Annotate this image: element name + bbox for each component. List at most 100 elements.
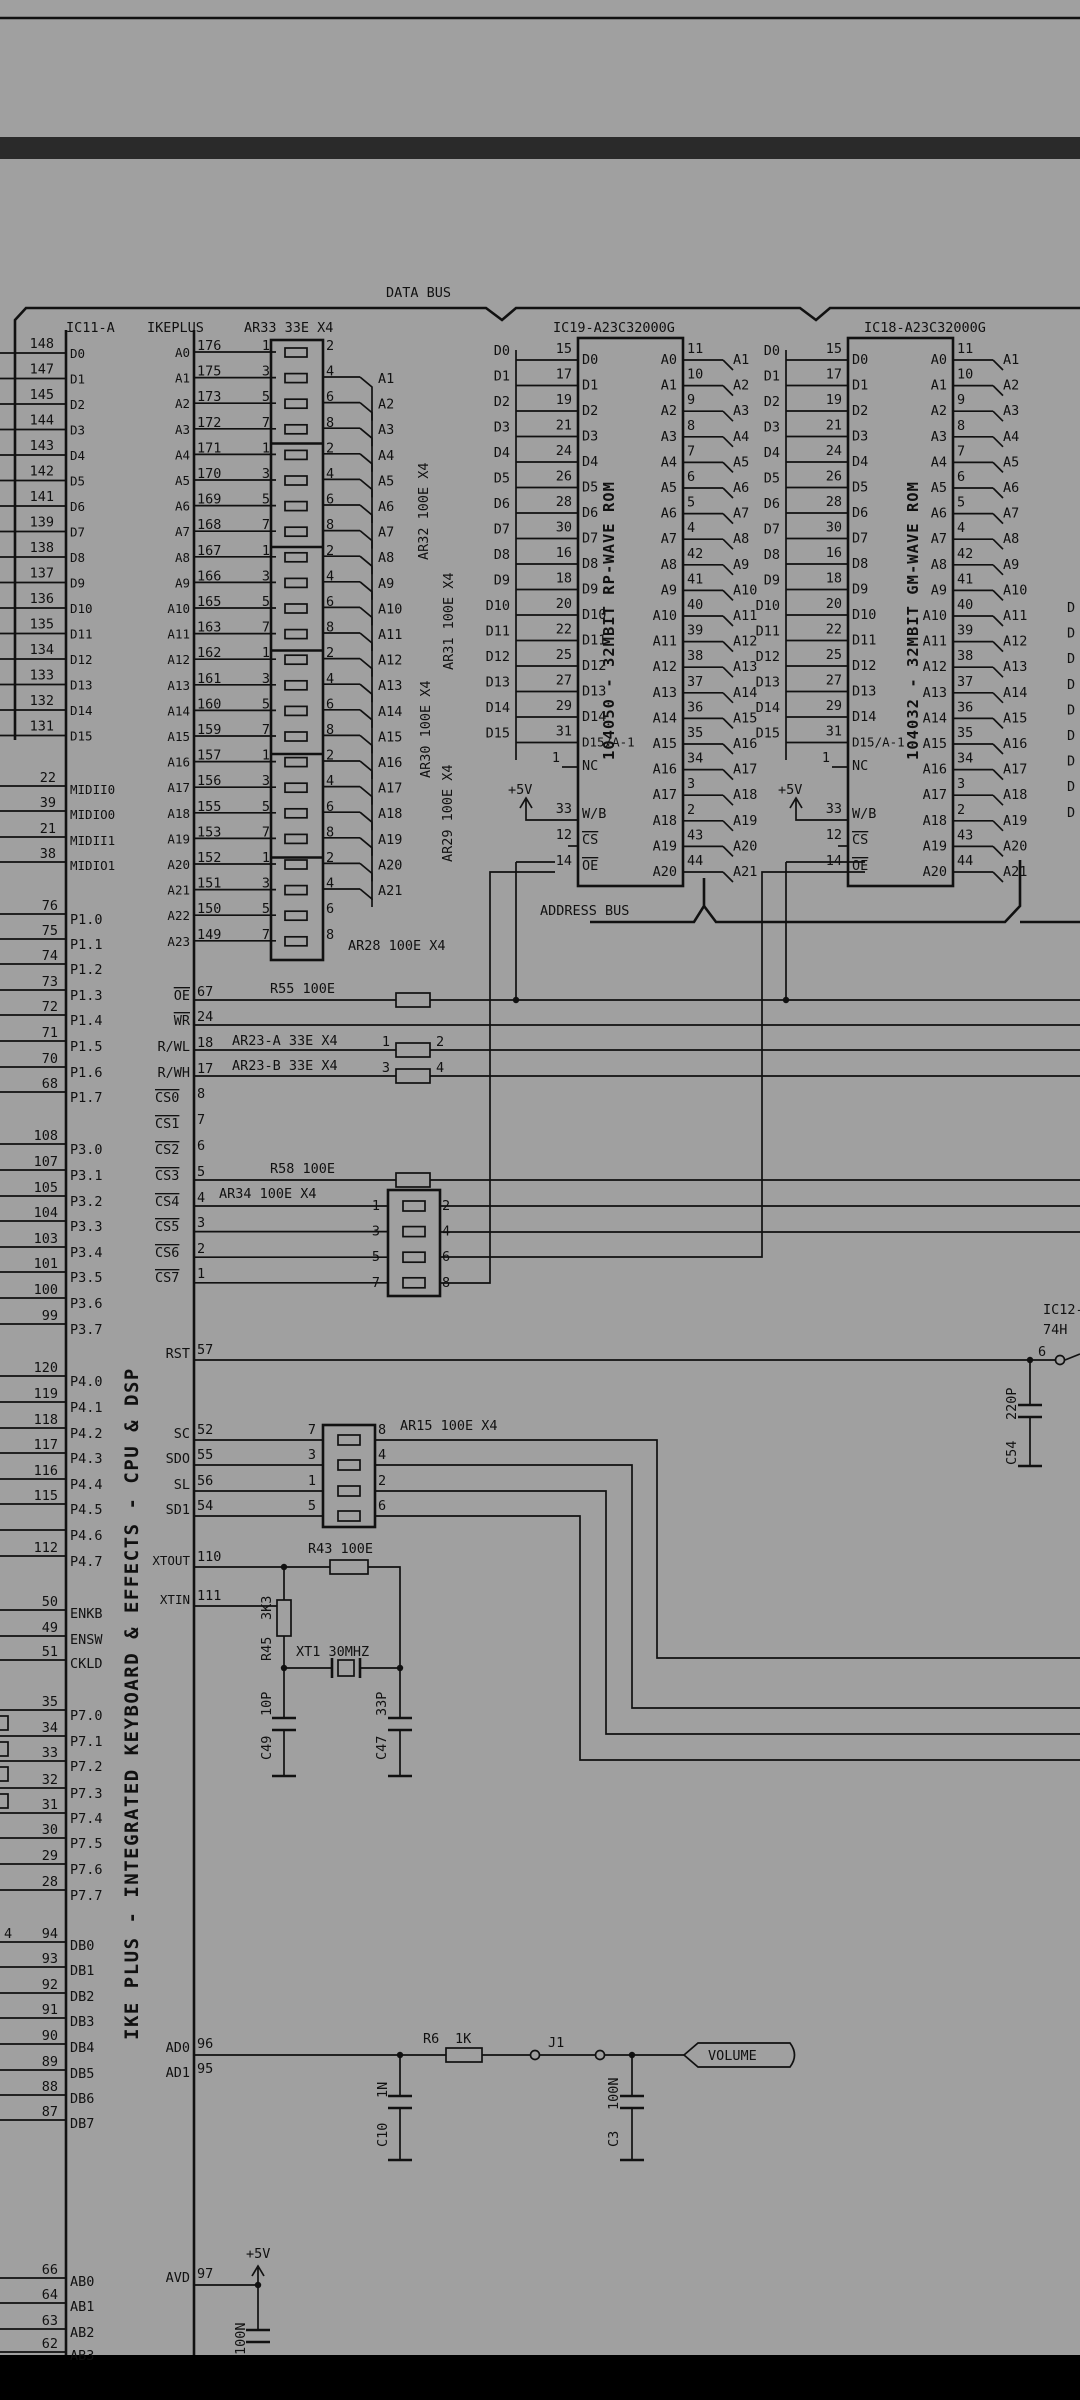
- p1-pin-num: 72: [42, 999, 58, 1015]
- ctrl-pin-num: 18: [197, 1035, 213, 1051]
- rom2-out-label: A6: [1003, 480, 1019, 496]
- rom1-d-label: D15/A-1: [582, 735, 635, 750]
- rom1-a-jog: [722, 538, 734, 550]
- rom2-d-label: D7: [852, 531, 868, 547]
- rom2-out-label: A21: [1003, 864, 1027, 880]
- db-label: DB4: [70, 2040, 94, 2056]
- ar33-right-pin: 4: [326, 876, 334, 892]
- ic11-a-label: A0: [175, 345, 190, 360]
- ic11-a-pin-num: 170: [197, 466, 221, 482]
- rom2-a-label: A2: [931, 403, 947, 419]
- rom1-d-label: D9: [582, 582, 598, 598]
- ar34-left-pin: 3: [372, 1224, 380, 1240]
- rom2-a-pin-num: 34: [957, 751, 973, 767]
- rom1-d-label: D1: [582, 378, 598, 394]
- ar34-element: [402, 1200, 426, 1212]
- rom1-a-label: A3: [661, 429, 677, 445]
- rom1-out-label: A15: [733, 710, 757, 726]
- ar33-left-pin: 5: [262, 799, 270, 815]
- ar33-right-pin: 8: [326, 722, 334, 738]
- rom2-right-extra: D: [1067, 702, 1075, 718]
- ab-label: AB0: [70, 2274, 94, 2290]
- ar33-element: [284, 347, 308, 358]
- rom1-d-pin-num: 31: [556, 724, 572, 740]
- rom2-a-pin-num: 10: [957, 367, 973, 383]
- ic11-a-label: A8: [175, 550, 190, 565]
- ar33-right-pin: 4: [326, 773, 334, 789]
- p1-label: P1.5: [70, 1039, 103, 1055]
- ic11-a-label: A17: [167, 780, 190, 795]
- enk-label: ENSW: [70, 1632, 103, 1648]
- rom1-a-pin-num: 40: [687, 597, 703, 613]
- rom1-d-pin-num: 30: [556, 520, 572, 536]
- avd-supply-label: +5V: [246, 2246, 270, 2262]
- enk-label: ENKB: [70, 1606, 103, 1622]
- ar33-element: [284, 679, 308, 691]
- ar33-out-jog: [359, 837, 373, 856]
- ar33-out-label: A6: [378, 499, 394, 515]
- rom1-a-pin-num: 39: [687, 623, 703, 639]
- rom1-a-label: A11: [653, 634, 677, 650]
- ic11-d-pin-num: 138: [30, 540, 54, 556]
- p1-pin-num: 71: [42, 1025, 58, 1041]
- rom2-a-label: A4: [931, 454, 947, 470]
- ar33-right-pin: 8: [326, 415, 334, 431]
- cs-pin-num: 2: [197, 1241, 205, 1257]
- p4-label: P4.4: [70, 1477, 103, 1493]
- rom1-a-label: A10: [653, 608, 677, 624]
- ar15-out-sl: [375, 1490, 1080, 1735]
- rom2-right-extra: D: [1067, 651, 1075, 667]
- rom1-d-label: D13: [582, 684, 606, 700]
- rom1-cs-label: CS: [582, 832, 598, 848]
- rom2-d-label: D1: [852, 378, 868, 394]
- rom2-a-jog: [992, 487, 1004, 499]
- ic11-d-label: D0: [70, 346, 85, 361]
- c-avd-value: 100N: [233, 2322, 249, 2355]
- ic11-a-label: A11: [167, 627, 190, 642]
- ic11-d-pin-num: 139: [30, 515, 54, 531]
- p7-label: P7.1: [70, 1734, 103, 1750]
- rom1-a-jog: [722, 410, 734, 422]
- rom2-desc: 104032 - 32MBIT GM-WAVE ROM: [904, 481, 922, 760]
- rom1-bus-in-label: D8: [494, 547, 510, 563]
- rom1-a-pin-num: 38: [687, 648, 703, 664]
- ic11-d-label: D2: [70, 397, 85, 412]
- ic11-a-label: A9: [175, 575, 190, 590]
- ar34-element: [402, 1225, 426, 1238]
- rom1-a-jog: [722, 743, 734, 755]
- midi-label: MIDIO1: [70, 858, 115, 873]
- p4-pin-num: 116: [34, 1463, 58, 1479]
- rom1-bus-in-label: D9: [494, 573, 510, 589]
- rom2-a-label: A18: [923, 813, 947, 829]
- rom2-d-label: D5: [852, 480, 868, 496]
- rom2-d-label: D12: [852, 658, 876, 674]
- ic11-a-label: A21: [167, 883, 190, 898]
- ic11-a-pin-num: 153: [197, 824, 221, 840]
- rom2-a-jog: [992, 743, 1004, 755]
- ar33-element: [284, 500, 308, 512]
- ar33-out-label: A8: [378, 550, 394, 566]
- ar33-left-pin: 5: [262, 696, 270, 712]
- rom2-out-label: A14: [1003, 685, 1027, 701]
- p3-pin-num: 101: [34, 1256, 58, 1272]
- ic11-d-label: D11: [70, 627, 93, 642]
- rom1-d-pin-num: 24: [556, 443, 572, 459]
- rom2-a-pin-num: 6: [957, 469, 965, 485]
- rom1-a-jog: [722, 845, 734, 858]
- rom1-d-label: D12: [582, 658, 606, 674]
- rom1-out-label: A10: [733, 582, 757, 598]
- rom1-d-pin-num: 18: [556, 571, 572, 587]
- ar33-element: [284, 756, 308, 768]
- rom1-a-jog: [722, 820, 734, 832]
- ar33-left-pin: 1: [262, 543, 270, 559]
- rom2-nc-label: NC: [852, 758, 868, 774]
- rom2-right-extra: D: [1067, 754, 1075, 770]
- ar33-out-jog: [359, 606, 373, 626]
- ar33-left-pin: 1: [262, 748, 270, 764]
- p7-pin-num: 28: [42, 1874, 58, 1890]
- db-pin-num: 90: [42, 2028, 58, 2044]
- rom1-out-label: A7: [733, 506, 749, 522]
- ar15-right-pin: 6: [378, 1498, 386, 1514]
- p3-label: P3.3: [70, 1219, 103, 1235]
- p7-pin-num: 34: [42, 1720, 58, 1736]
